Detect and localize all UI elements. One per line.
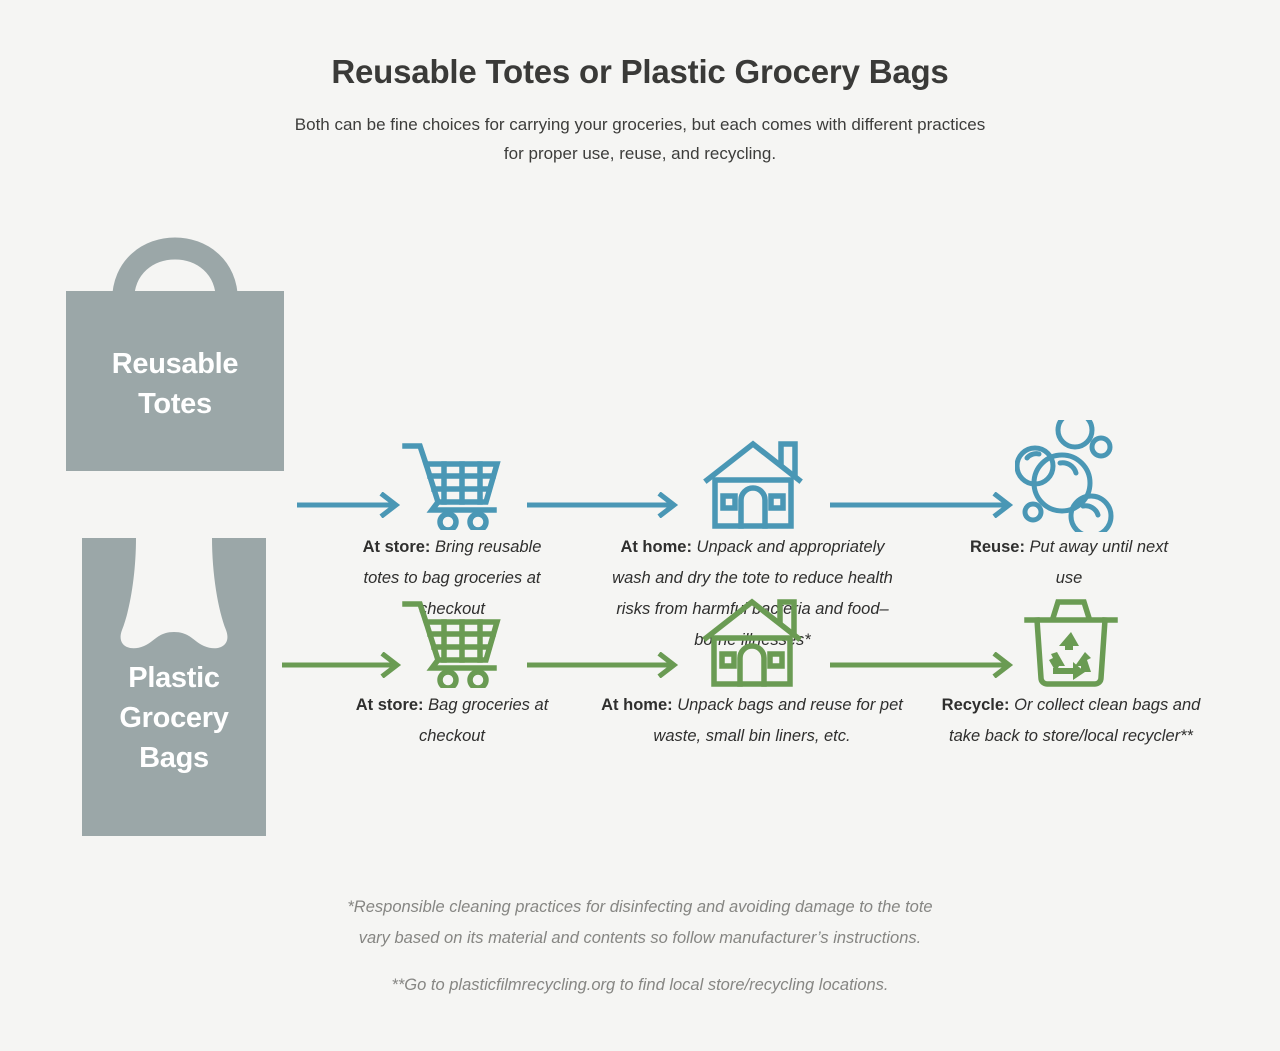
step-totes-reuse-label: Reuse: [969,538,1025,556]
shopping-cart-icon [352,436,552,532]
step-plastic-at-store-body: Bag groceries at checkout [418,696,549,746]
house-icon [600,436,905,532]
step-plastic-recycle: Recycle: Or collect clean bags and take … [940,594,1202,752]
subtitle-line-2: for proper use, reuse, and recycling. [503,143,777,163]
step-totes-at-store-label: At store: [362,538,431,556]
step-plastic-at-home-body: Unpack bags and reuse for pet waste, sma… [653,696,903,746]
step-totes-reuse: Reuse: Put away until next use [960,420,1178,594]
plastic-bag-icon [82,538,266,836]
step-plastic-recycle-body: Or collect clean bags and take back to s… [949,696,1201,746]
step-totes-reuse-text: Reuse: Put away until next use [960,532,1178,594]
footnote-2: **Go to plasticfilmrecycling.org to find… [391,976,889,995]
footnote-1-line-1: *Responsible cleaning practices for disi… [347,898,933,916]
step-plastic-recycle-label: Recycle: [941,696,1010,714]
arrow-plastic-2 [527,651,679,683]
subtitle-line-1: Both can be fine choices for carrying yo… [294,114,986,134]
step-totes-at-store: At store: Bring reusable totes to bag gr… [352,436,552,625]
arrow-totes-1 [297,491,401,523]
step-totes-at-store-body: Bring reusable totes to bag groceries at… [363,538,542,619]
footnotes: *Responsible cleaning practices for disi… [0,892,1280,1001]
tote-bag-icon [66,237,284,471]
plastic-bag-graphic: Plastic Grocery Bags [74,534,274,849]
step-plastic-at-home-label: At home: [601,696,673,714]
step-totes-at-home-body: Unpack and appropriately wash and dry th… [612,538,893,650]
arrow-totes-3 [830,491,1014,523]
step-totes-at-home-text: At home: Unpack and appropriately wash a… [600,532,905,656]
step-totes-at-home-label: At home: [620,538,692,556]
step-plastic-at-store-text: At store: Bag groceries at checkout [352,690,552,752]
step-plastic-at-home-text: At home: Unpack bags and reuse for pet w… [598,690,906,752]
step-plastic-at-store-label: At store: [355,696,424,714]
shopping-cart-icon [352,594,552,690]
tote-bag-graphic: Reusable Totes [60,186,290,481]
page-subtitle: Both can be fine choices for carrying yo… [240,110,1040,168]
row-plastic-grocery-bags: Plastic Grocery Bags [0,534,1280,836]
header: Reusable Totes or Plastic Grocery Bags B… [0,52,1280,168]
arrow-plastic-1 [282,651,402,683]
step-totes-at-store-text: At store: Bring reusable totes to bag gr… [352,532,552,625]
recycle-bin-icon [940,594,1202,690]
arrow-totes-2 [527,491,679,523]
step-totes-at-home: At home: Unpack and appropriately wash a… [600,436,905,656]
step-totes-reuse-body: Put away until next use [1024,538,1169,588]
arrow-plastic-3 [830,651,1014,683]
row-reusable-totes: Reusable Totes [0,186,1280,649]
step-plastic-at-store: At store: Bag groceries at checkout [352,594,552,752]
footnote-1-line-2: vary based on its material and contents … [358,929,922,948]
house-icon [598,594,906,690]
page-title: Reusable Totes or Plastic Grocery Bags [331,53,949,90]
step-plastic-recycle-text: Recycle: Or collect clean bags and take … [940,690,1202,752]
soap-bubbles-icon [960,420,1178,532]
step-plastic-at-home: At home: Unpack bags and reuse for pet w… [598,594,906,752]
